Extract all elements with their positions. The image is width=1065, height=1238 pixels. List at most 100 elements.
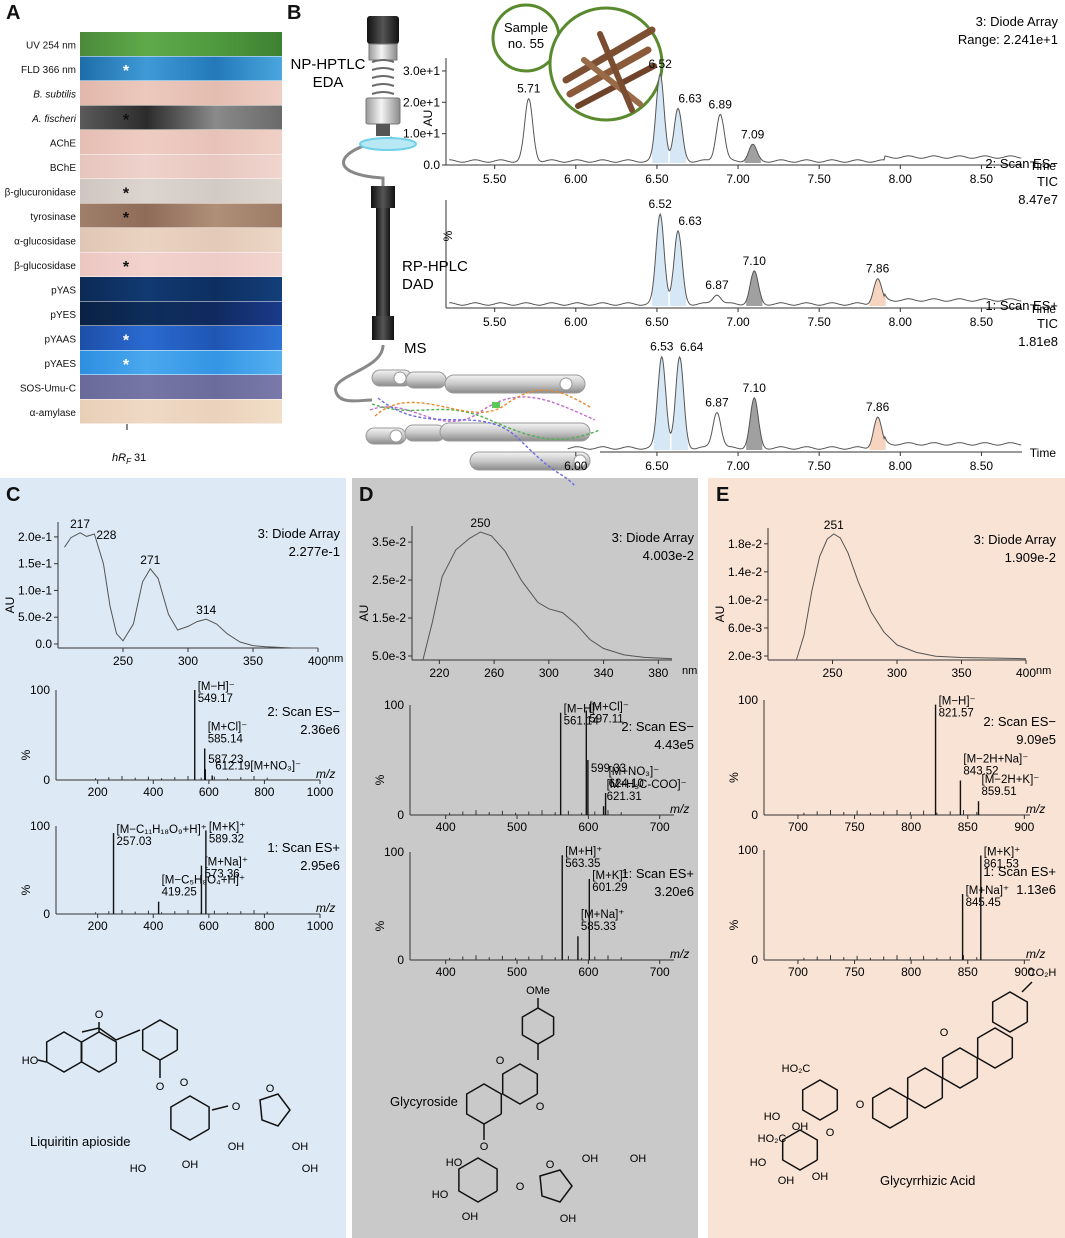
hydroxyl-label: OH xyxy=(792,1121,809,1133)
ring xyxy=(45,1031,83,1073)
hydroxyl-label: OH xyxy=(182,1159,199,1171)
ion-annotation: [M+K]⁺ xyxy=(984,847,1020,859)
x-tick-label: 400 xyxy=(143,919,163,933)
sample-number-label: Sample no. 55 xyxy=(496,20,556,52)
y-tick-label: 1.0e-2 xyxy=(728,593,762,607)
ion-annotation: [M−H]⁻ xyxy=(939,696,976,708)
x-tick-label: 400 xyxy=(436,820,456,834)
ion-annotation: [M+Na]⁺ xyxy=(581,909,624,921)
trace-title: 2: Scan ES− xyxy=(985,156,1058,171)
ring xyxy=(141,1019,179,1061)
peak-retention-label: 6.63 xyxy=(678,91,702,105)
rf-symbol: hR xyxy=(112,452,127,464)
hptlc-track-image xyxy=(80,32,282,56)
ion-annotation: [M+H]⁺ xyxy=(565,846,602,858)
glycoside-oxygen: O xyxy=(826,1127,835,1139)
x-tick-label: 700 xyxy=(788,820,808,834)
hydroxyl-label: OH xyxy=(292,1141,309,1153)
y-bottom-label: 0 xyxy=(43,773,50,787)
ms-intensity-value: 2.36e6 xyxy=(300,722,340,737)
instrument-illustration xyxy=(334,3,664,487)
peak-retention-label: 6.53 xyxy=(650,340,674,354)
hptlc-track-image xyxy=(80,81,282,105)
x-tick-label: 750 xyxy=(845,820,865,834)
peak-fill xyxy=(653,356,670,450)
ion-mz-value: 561.14 xyxy=(564,716,600,728)
rf-subscript: F xyxy=(126,457,131,467)
x-tick-label: 900 xyxy=(1014,965,1034,979)
x-tick-label: 200 xyxy=(88,785,108,799)
y-tick-label: 0.0 xyxy=(35,637,52,651)
y-tick-label: 6.0e-3 xyxy=(728,621,762,635)
hptlc-track-row: α-glucosidase xyxy=(14,228,282,252)
column-body xyxy=(376,208,390,316)
y-axis-label: % xyxy=(441,230,455,241)
hptlc-track-image xyxy=(80,277,282,301)
x-tick-label: 350 xyxy=(243,654,263,668)
y-tick-label: 0.0 xyxy=(423,158,440,172)
assay-label: AChE xyxy=(50,138,76,149)
trace-intensity: 8.47e7 xyxy=(1018,192,1058,207)
panel-letter-d: D xyxy=(359,484,374,506)
y-top-label: 100 xyxy=(738,843,758,857)
ms-scan-title: 2: Scan ES− xyxy=(983,714,1056,729)
peak-fill xyxy=(744,144,761,163)
x-tick-label: 6.50 xyxy=(645,172,669,186)
x-axis-label: nm xyxy=(328,653,343,665)
y-bottom-label: 0 xyxy=(397,808,404,822)
rp-hplc-dad-label: RP-HPLC DAD xyxy=(402,258,468,294)
x-tick-label: 400 xyxy=(1016,666,1036,680)
sample-label-line2: no. 55 xyxy=(507,36,545,51)
y-axis-label: % xyxy=(373,920,387,931)
y-tick-label: 1.0e-1 xyxy=(18,583,52,597)
trace-title: 1: Scan ES+ xyxy=(985,298,1058,313)
x-tick-label: 850 xyxy=(958,965,978,979)
probe-tip xyxy=(376,124,390,136)
active-zone-asterisk: * xyxy=(123,332,130,349)
active-zone-asterisk: * xyxy=(123,112,130,129)
y-tick-label: 5.0e-3 xyxy=(372,649,406,663)
hptlc-track-image xyxy=(80,399,282,424)
uv-maximum-label: 271 xyxy=(140,553,160,567)
x-tick-label: 300 xyxy=(178,654,198,668)
trace-intensity: 1.81e8 xyxy=(1018,334,1058,349)
hptlc-track-image xyxy=(80,105,282,130)
x-tick-label: 750 xyxy=(845,965,865,979)
probe-cap xyxy=(367,16,399,44)
x-tick-label: 900 xyxy=(1014,820,1034,834)
assay-label: tyrosinase xyxy=(30,212,76,223)
ion-annotation: [M−C₅H₈O₄+H]⁺ xyxy=(162,875,245,887)
assay-label: α-amylase xyxy=(30,408,77,419)
x-tick-label: 800 xyxy=(901,965,921,979)
x-tick-label: 300 xyxy=(539,666,559,680)
licorice-root-sticks xyxy=(562,26,657,113)
peak-retention-label: 6.87 xyxy=(705,278,729,292)
hptlc-track-row: β-glucuronidase* xyxy=(5,179,282,203)
peak-fill xyxy=(652,74,669,163)
glycoside-oxygen: O xyxy=(516,1181,525,1193)
x-axis-label: m/z xyxy=(1026,947,1045,961)
probe-spot xyxy=(359,137,417,151)
ether-oxygen: O xyxy=(856,1099,865,1111)
peak-retention-label: 6.63 xyxy=(678,214,702,228)
hptlc-track-row: FLD 366 nm* xyxy=(21,56,282,81)
peak-retention-label: 6.52 xyxy=(648,57,672,71)
x-axis-label: m/z xyxy=(670,802,689,816)
hptlc-track-row: pYAES* xyxy=(45,350,282,375)
peak-retention-label: 6.87 xyxy=(705,395,729,409)
ion-mz-value: 843.52 xyxy=(963,766,998,778)
x-tick-label: 700 xyxy=(650,820,670,834)
x-tick-label: 5.50 xyxy=(483,172,507,186)
carbonyl-oxygen: O xyxy=(95,1009,104,1021)
hydroxyl-label: HO xyxy=(764,1111,781,1123)
ms-scan-title: 1: Scan ES+ xyxy=(621,866,694,881)
ring xyxy=(80,1031,118,1073)
